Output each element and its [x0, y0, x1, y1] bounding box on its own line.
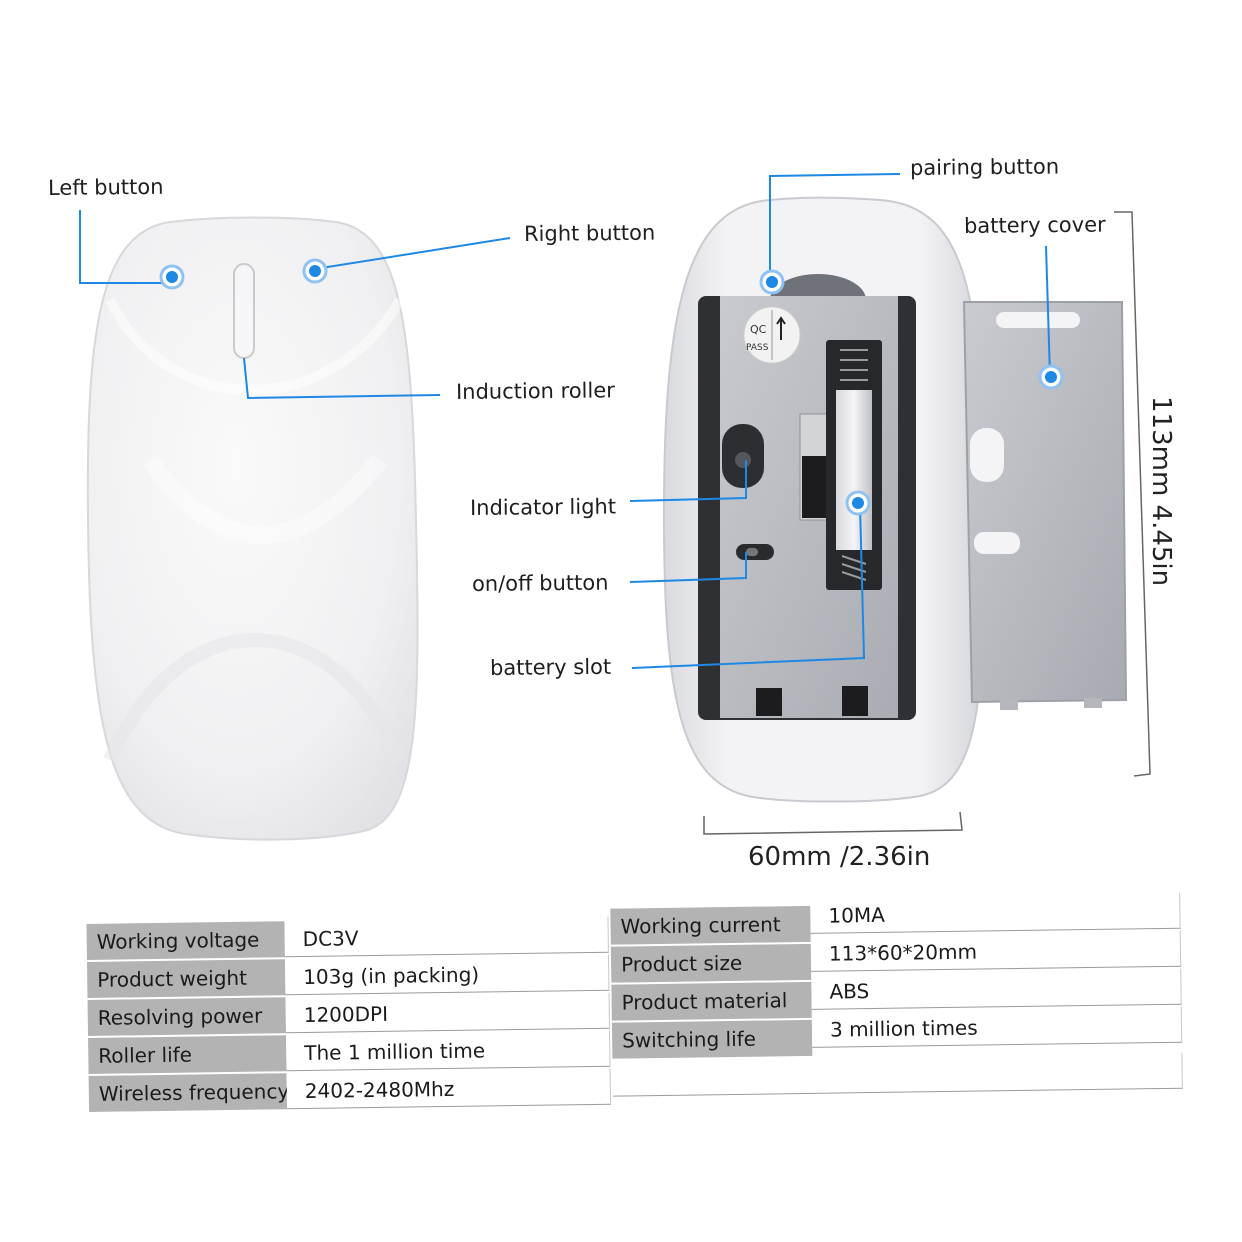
spec-key: Switching life — [611, 1019, 813, 1059]
spec-key: Product size — [610, 943, 812, 983]
pass-text: PASS — [746, 343, 769, 353]
height-dimension: 113mm 4.45in — [1146, 396, 1176, 587]
right-button-label: Right button — [523, 220, 656, 246]
battery-slot-label: battery slot — [489, 654, 612, 680]
dimension-brackets — [703, 211, 1151, 835]
mouse-bottom-view: QC PASS — [662, 196, 986, 803]
spec-value: The 1 million time — [286, 1030, 611, 1072]
left-button-label: Left button — [47, 174, 164, 200]
cover-notch — [970, 428, 1004, 482]
callout-lines — [79, 173, 1051, 669]
induction-roller-slot — [233, 263, 255, 359]
spec-value: 1200DPI — [285, 992, 610, 1034]
induction-roller-label: Induction roller — [455, 378, 615, 404]
mouse-top-view — [86, 216, 419, 841]
battery-cell — [836, 390, 872, 550]
on-off-button-label: on/off button — [471, 570, 609, 596]
spec-key: Working voltage — [86, 921, 285, 960]
width-dimension: 60mm /2.36in — [748, 842, 931, 872]
battery-cover-label: battery cover — [963, 212, 1106, 238]
spec-empty-cell — [612, 1052, 1183, 1097]
spec-value: 10MA — [810, 892, 1181, 934]
spec-value: 103g (in packing) — [284, 954, 610, 996]
indicator-light-label: Indicator light — [469, 494, 617, 520]
spec-key: Resolving power — [87, 997, 287, 1036]
spec-value: 3 million times — [811, 1006, 1183, 1048]
pairing-button-label: pairing button — [909, 154, 1060, 180]
spec-key: Product weight — [87, 959, 286, 998]
spec-key: Wireless frequency — [88, 1073, 289, 1112]
qc-text: QC — [750, 323, 767, 336]
spec-value: DC3V — [284, 916, 609, 958]
spec-key: Product material — [611, 981, 812, 1021]
arrow-up-icon — [776, 316, 786, 340]
spec-value: 113*60*20mm — [810, 930, 1182, 972]
spec-key: Working current — [610, 905, 811, 945]
spec-value: 2402-2480Mhz — [286, 1068, 612, 1110]
battery-cover-view — [962, 301, 1128, 710]
spec-key: Roller life — [88, 1035, 287, 1074]
spec-value: ABS — [811, 968, 1182, 1010]
callout-markers — [159, 258, 1064, 516]
spec-table: Working voltage DC3V Product weight 103g… — [86, 875, 1189, 1116]
